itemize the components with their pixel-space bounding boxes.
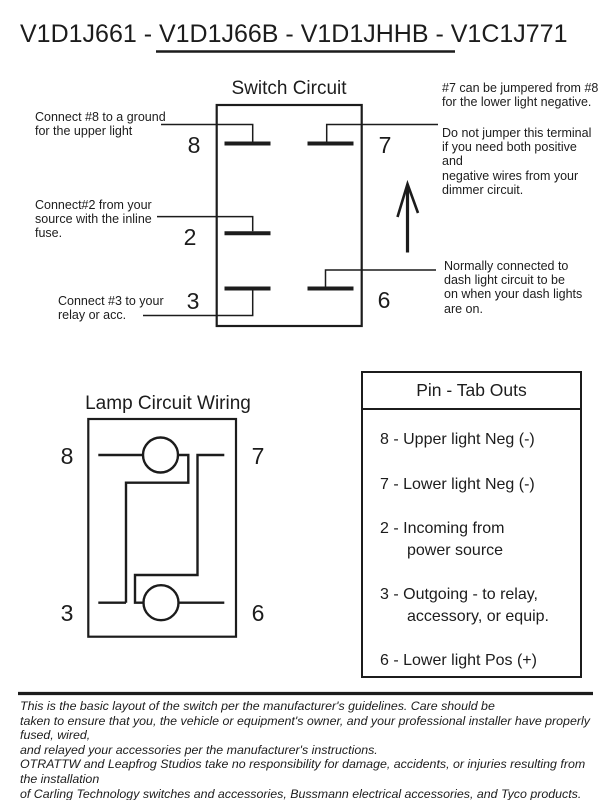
connector-pin6 [324,269,436,287]
switch-circuit-heading: Switch Circuit [231,78,347,99]
lower-lamp-icon [142,584,180,622]
page-title: V1D1J661 - V1D1J66B - V1D1JHHB - V1C1J77… [20,20,568,48]
pin-tab-outs-heading: Pin - Tab Outs [363,373,580,410]
note-pin-3: Connect #3 to your relay or acc. [58,294,164,323]
note-pin-7-jumper: #7 can be jumpered from #8 for the lower… [442,81,599,110]
lamp-pin-6-label: 6 [251,600,265,626]
switch-circuit-box [215,103,363,328]
pin-tab-item-3: 3 - Outgoing - to relay, accessory, or e… [380,586,549,625]
switch-pin-3-label: 3 [186,288,200,314]
pin-tab-item-7: 7 - Lower light Neg (-) [380,475,535,493]
note-pin-6: Normally connected to dash light circuit… [444,259,583,316]
switch-pin-8-label: 8 [187,132,201,158]
note-pin-2: Connect#2 from your source with the inli… [35,198,152,241]
note-pin-8: Connect #8 to a ground for the upper lig… [35,110,166,139]
up-arrow-icon [396,179,420,253]
pin-tab-outs-list: 8 - Upper light Neg (-) 7 - Lower light … [363,429,580,672]
lamp-pin-7-label: 7 [251,443,265,469]
pin-tab-outs-panel: Pin - Tab Outs 8 - Upper light Neg (-) 7… [361,371,582,678]
lamp-pin-3-label: 3 [60,600,74,626]
switch-terminal-bars [224,141,354,291]
pin-tab-item-8: 8 - Upper light Neg (-) [380,431,535,448]
switch-pin-6-label: 6 [377,287,391,313]
note-pin-7-warning: Do not jumper this terminal if you need … [442,126,592,197]
disclaimer-text: This is the basic layout of the switch p… [20,699,590,800]
lamp-circuit-box [87,417,238,638]
lamp-pin-8-label: 8 [60,443,74,469]
switch-pin-2-label: 2 [183,224,197,250]
pin-tab-item-2: 2 - Incoming from power source [380,520,505,559]
upper-lamp-icon [141,436,180,474]
connector-pin2 [157,215,254,232]
switch-pin-7-label: 7 [378,132,392,158]
wire-upper-lamp-to-3 [124,453,190,603]
pin-tab-item-6: 6 - Lower light Pos (+) [380,652,537,669]
lamp-wires [98,453,225,604]
lamp-circuit-heading: Lamp Circuit Wiring [85,393,251,414]
wire-lower-lamp-to-7 [133,453,225,604]
